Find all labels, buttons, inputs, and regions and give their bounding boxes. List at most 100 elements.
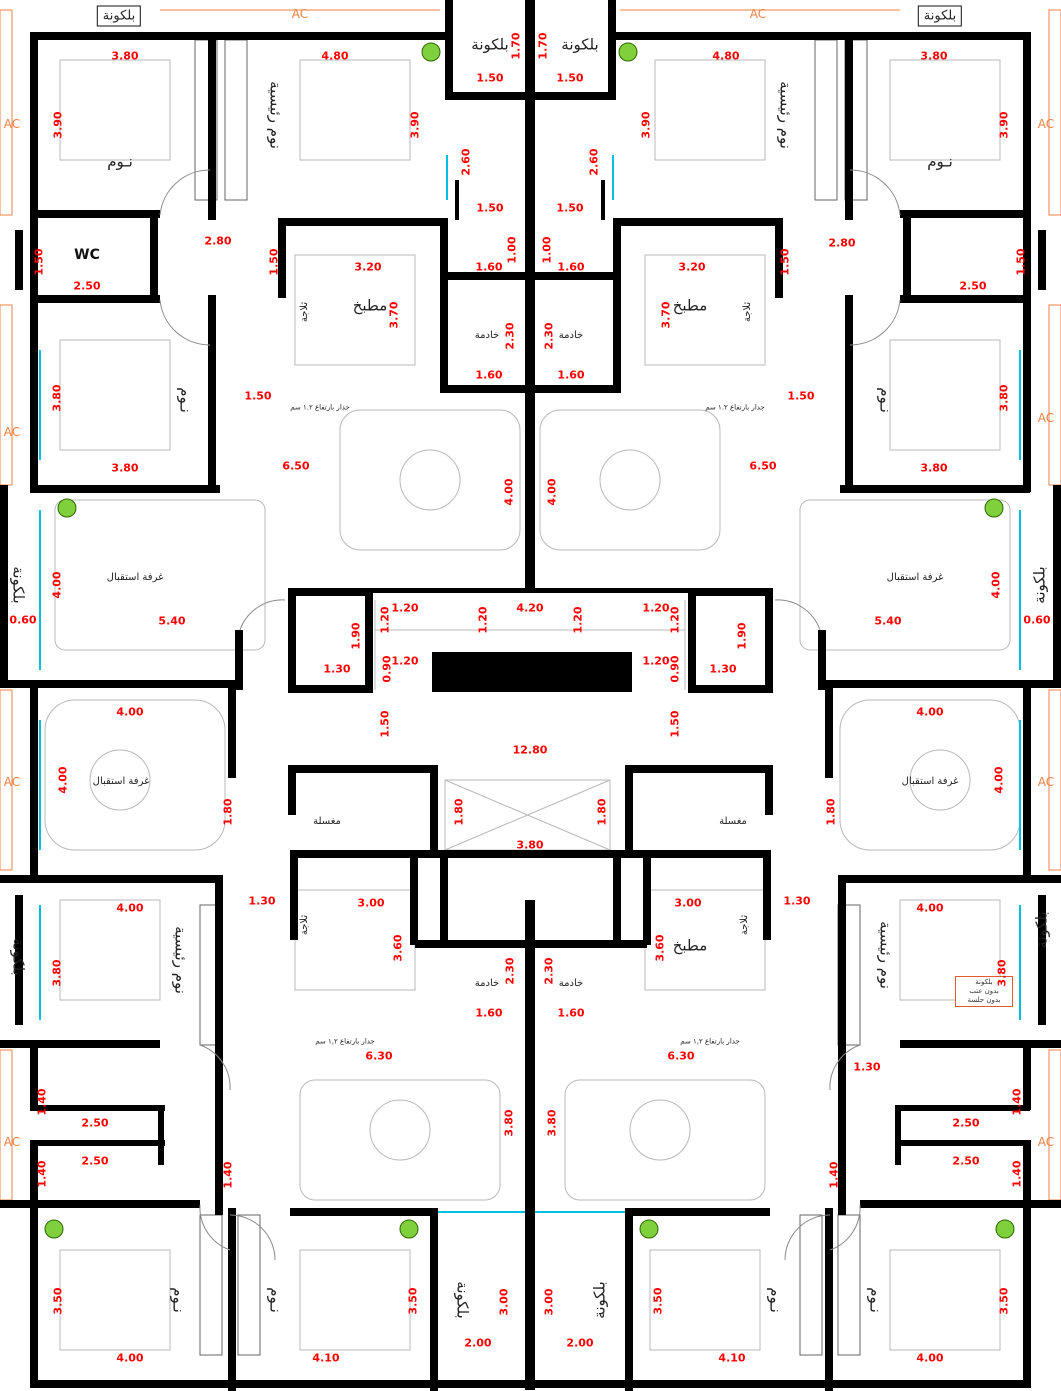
fridge-label: ثلاجة xyxy=(299,914,310,936)
dimension-label: 4.00 xyxy=(116,1351,144,1365)
dimension-label: 1.60 xyxy=(475,368,503,382)
reception-label: غرفة استقبال xyxy=(106,572,164,583)
ac-label: AC xyxy=(291,7,309,21)
dimension-label: 1.00 xyxy=(505,236,519,264)
balcony-label: بلكونة xyxy=(1030,566,1049,604)
dimension-label: 1.50 xyxy=(267,248,281,276)
dimension-label: 3.90 xyxy=(997,111,1011,139)
dimension-label: 1.40 xyxy=(827,1161,841,1189)
ac-label: AC xyxy=(1037,411,1055,425)
dimension-label: 2.30 xyxy=(542,322,556,350)
ac-label: AC xyxy=(1037,775,1055,789)
fridge-label: ثلاجة xyxy=(742,301,753,323)
dimension-label: 2.60 xyxy=(587,148,601,176)
dimension-label: 4.00 xyxy=(916,901,944,915)
fridge-label: ثلاجة xyxy=(299,301,310,323)
dimension-label: 1.40 xyxy=(221,1161,235,1189)
dimension-label: 3.90 xyxy=(51,111,65,139)
dimension-label: 1.40 xyxy=(1010,1088,1024,1116)
dimension-label: 6.30 xyxy=(365,1049,393,1063)
dimension-label: 6.50 xyxy=(749,459,777,473)
dimension-label: 3.00 xyxy=(497,1288,511,1316)
dimension-label: 2.30 xyxy=(542,957,556,985)
dimension-label: 0.90 xyxy=(668,655,682,683)
dimension-label: 1.30 xyxy=(248,894,276,908)
dimension-label: 1.80 xyxy=(595,798,609,826)
dimension-label: 1.30 xyxy=(323,662,351,676)
master-bedroom-label: نوم رئيسية xyxy=(266,81,285,149)
dimension-label: 3.00 xyxy=(674,896,702,910)
dimension-label: 3.50 xyxy=(651,1287,665,1315)
dimension-label: 3.20 xyxy=(354,260,382,274)
bedroom-label: نـوم xyxy=(766,1287,785,1313)
dimension-label: 3.80 xyxy=(920,49,948,63)
dimension-label: 1.60 xyxy=(475,260,503,274)
bedroom-label: نـوم xyxy=(866,1287,885,1313)
reception-label: غرفة استقبال xyxy=(92,776,150,787)
dimension-label: 2.50 xyxy=(73,279,101,293)
balcony-label: بلكونة xyxy=(471,35,509,54)
furniture-layer xyxy=(44,59,1021,1351)
dimension-label: 1.30 xyxy=(709,662,737,676)
dimension-label: 3.80 xyxy=(111,461,139,475)
dimension-label: 1.20 xyxy=(476,606,490,634)
ac-label: AC xyxy=(1037,117,1055,131)
dimension-label: 3.80 xyxy=(50,384,64,412)
dimension-label: 3.80 xyxy=(995,959,1009,987)
dimension-label: 1.20 xyxy=(642,601,670,615)
dimension-label: 0.60 xyxy=(9,613,37,627)
reception-label: غرفة استقبال xyxy=(901,776,959,787)
laundry-label: مغسلة xyxy=(719,816,747,827)
dimension-label: 1.70 xyxy=(509,32,523,60)
dimension-label: 3.50 xyxy=(997,1287,1011,1315)
dimension-label: 3.00 xyxy=(542,1288,556,1316)
dimension-label: 4.00 xyxy=(116,705,144,719)
dimension-label: 4.00 xyxy=(992,766,1006,794)
dimension-label: 4.00 xyxy=(545,478,559,506)
bedroom-label: نـوم xyxy=(266,1287,285,1313)
balcony-label: بلكونة xyxy=(9,938,28,976)
dimension-label: 4.00 xyxy=(916,705,944,719)
dimension-label: 3.70 xyxy=(659,301,673,329)
wall-note: جدار بارتفاع ١,٢ سم xyxy=(680,1037,740,1046)
laundry-label: مغسلة xyxy=(313,816,341,827)
dimension-label: 1.50 xyxy=(556,201,584,215)
dimension-label: 2.50 xyxy=(81,1154,109,1168)
dimension-label: 1.40 xyxy=(35,1160,49,1188)
dimension-label: 1.80 xyxy=(452,798,466,826)
plant-icons xyxy=(44,42,1015,1239)
dimension-label: 1.20 xyxy=(391,601,419,615)
dimension-label: 4.00 xyxy=(50,571,64,599)
bedroom-label: نـوم xyxy=(107,152,133,171)
reception-label: غرفة استقبال xyxy=(886,572,944,583)
dimension-label: 3.50 xyxy=(406,1287,420,1315)
dimension-label: 2.30 xyxy=(503,322,517,350)
dimension-label: 1.20 xyxy=(668,606,682,634)
balcony-label: بلكونة xyxy=(453,1281,472,1319)
dimension-label: 1.60 xyxy=(557,368,585,382)
balcony-label: بلكونة xyxy=(590,1281,609,1319)
dimension-label: 0.90 xyxy=(380,655,394,683)
maid-room-label: خادمة xyxy=(558,978,584,989)
dimension-label: 1.40 xyxy=(1010,1160,1024,1188)
dimension-label: 2.60 xyxy=(459,148,473,176)
balcony-label: بلكونة xyxy=(561,35,599,54)
dimension-label: 1.80 xyxy=(824,798,838,826)
dimension-label: 4.80 xyxy=(321,49,349,63)
dimension-label: 1.50 xyxy=(476,71,504,85)
dimension-label: 1.60 xyxy=(475,1006,503,1020)
balcony-label: بلكونة xyxy=(96,5,142,27)
dimension-label: 2.50 xyxy=(81,1116,109,1130)
dimension-label: 4.00 xyxy=(502,478,516,506)
dimension-label: 3.20 xyxy=(678,260,706,274)
dimension-label: 5.40 xyxy=(874,614,902,628)
dimension-label: 2.00 xyxy=(566,1336,594,1350)
dimension-label: 1.20 xyxy=(391,654,419,668)
balcony-callout: بلكونة بدون عتب بدون جلسة xyxy=(955,976,1013,1007)
maid-room-label: خادمة xyxy=(474,978,500,989)
ac-label: AC xyxy=(3,1135,21,1149)
dimension-label: 2.80 xyxy=(204,234,232,248)
dimension-label: 2.30 xyxy=(503,957,517,985)
dimension-label: 3.80 xyxy=(516,838,544,852)
dimension-label: 1.50 xyxy=(556,71,584,85)
